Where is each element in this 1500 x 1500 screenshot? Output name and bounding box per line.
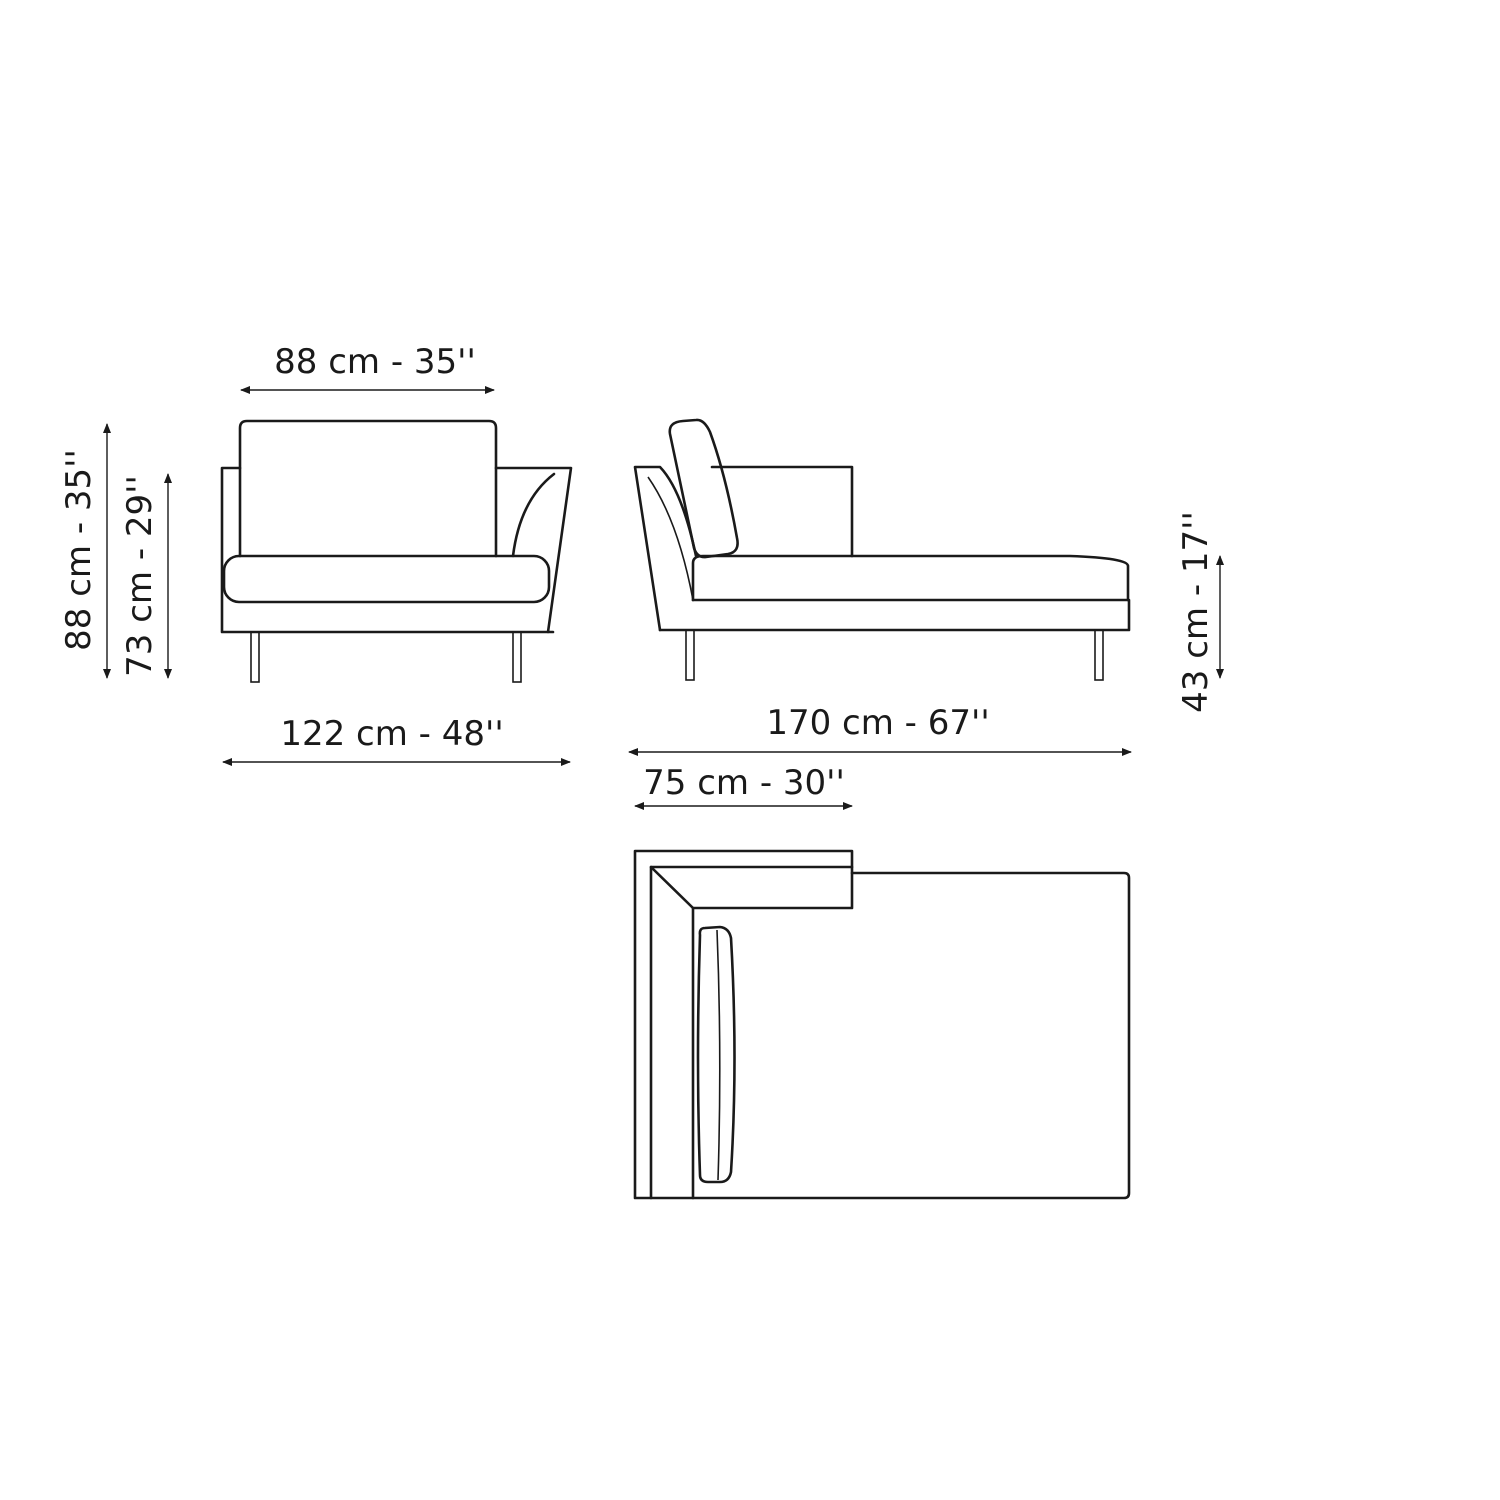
- top-cushion: [696, 925, 736, 1184]
- top-cushion-seam: [716, 929, 721, 1181]
- front-left-frame: [220, 466, 555, 634]
- dim-front-total-width-label: 122 cm - 48'': [280, 714, 503, 754]
- side-backrest-frame: [633, 465, 698, 632]
- dim-front-back-width-label: 88 cm - 35'': [274, 342, 476, 382]
- front-right-arm: [494, 466, 573, 634]
- top-back-bolster: [649, 865, 854, 910]
- front-back-cushion: [238, 419, 498, 558]
- side-backrest-inner: [647, 476, 694, 601]
- front-leg-left: [250, 631, 260, 683]
- front-seat-cushion: [222, 554, 551, 604]
- dim-seat-height-label: 43 cm - 17'': [1176, 511, 1216, 713]
- side-leg-back: [1094, 629, 1104, 681]
- dim-top-arm-depth-label: 75 cm - 30'': [643, 763, 845, 803]
- side-leg-front: [685, 629, 695, 681]
- dimensions: 88 cm - 35'' 122 cm - 48'' 88 cm - 35'' …: [59, 342, 1224, 810]
- side-view: [633, 418, 1131, 681]
- side-seat-cushion: [691, 554, 1130, 602]
- dim-side-length-label: 170 cm - 67'': [766, 703, 989, 743]
- dim-total-height-label: 88 cm - 35'': [59, 449, 99, 651]
- dim-arm-height-label: 73 cm - 29'': [120, 475, 160, 677]
- front-arm-curve: [511, 472, 556, 558]
- top-view: [633, 849, 1131, 1200]
- top-inner-frame: [649, 865, 854, 1200]
- front-view: [220, 419, 573, 683]
- side-base: [658, 598, 1131, 632]
- front-leg-right: [512, 631, 522, 683]
- top-outer-frame: [633, 849, 1131, 1200]
- side-back-cushion: [668, 418, 739, 559]
- side-back-panel: [710, 465, 854, 558]
